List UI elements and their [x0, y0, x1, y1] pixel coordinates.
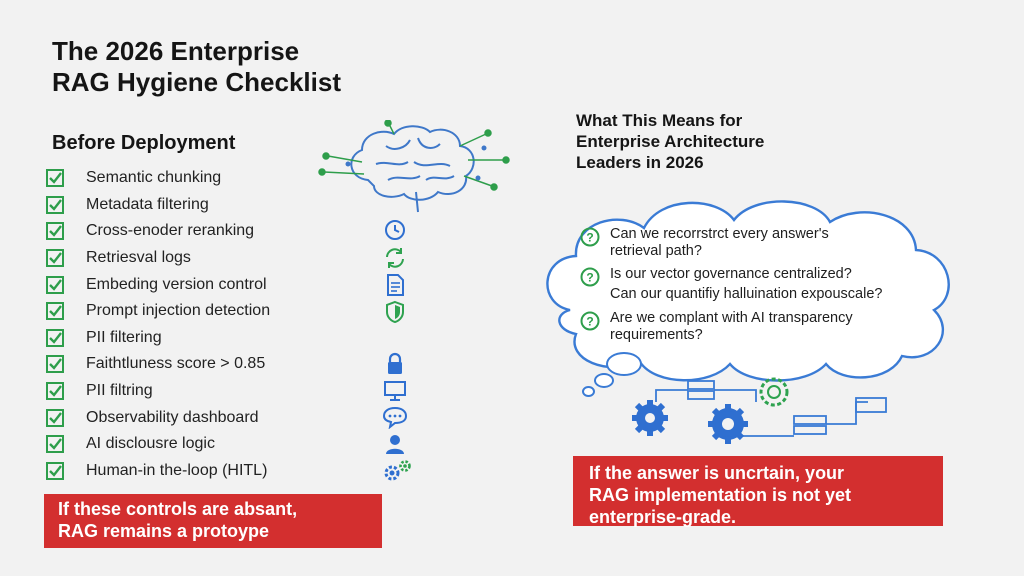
- lock-icon: [380, 352, 410, 376]
- checklist-label: Cross-enoder reranking: [86, 222, 255, 240]
- question-icon: ?: [580, 311, 600, 331]
- checkbox-checked-icon: [46, 249, 64, 268]
- question-line: Can we recorrstrct every answer's: [610, 226, 829, 242]
- deployment-checklist: Semantic chunking Metadata filtering Cro…: [46, 165, 270, 484]
- left-warning-banner: If these controls are absant, RAG remain…: [44, 494, 382, 548]
- page-title: The 2026 Enterprise RAG Hygiene Checklis…: [52, 36, 341, 98]
- right-heading-line-3: Leaders in 2026: [576, 153, 704, 172]
- checklist-item: PII filtering: [46, 325, 270, 352]
- thought-cloud: [530, 192, 970, 397]
- checklist-item: Prompt injection detection: [46, 298, 270, 325]
- clock-icon: [380, 218, 410, 242]
- chat-icon: [380, 405, 410, 430]
- refresh-icon: [380, 246, 410, 270]
- user-icon: [380, 432, 410, 456]
- shield-icon: [380, 300, 410, 324]
- checklist-label: Retriesval logs: [86, 249, 191, 267]
- checklist-item: PII filtring: [46, 378, 270, 405]
- checkbox-checked-icon: [46, 275, 64, 294]
- thought-bubble-large: [606, 352, 642, 376]
- checklist-label: Metadata filtering: [86, 195, 209, 213]
- checklist-item: Embeding version control: [46, 271, 270, 298]
- checklist-item: Human-in the-loop (HITL): [46, 458, 270, 485]
- right-heading-line-2: Enterprise Architecture: [576, 132, 765, 151]
- checklist-item: Faithtluness score > 0.85: [46, 351, 270, 378]
- question-icon: ?: [580, 227, 600, 247]
- title-line-2: RAG Hygiene Checklist: [52, 67, 341, 97]
- before-deployment-heading: Before Deployment: [52, 132, 236, 154]
- checkbox-checked-icon: [46, 195, 64, 214]
- question-icon: ?: [580, 267, 600, 287]
- checkbox-checked-icon: [46, 408, 64, 427]
- svg-text:?: ?: [586, 231, 593, 245]
- checklist-label: Human-in the-loop (HITL): [86, 461, 268, 479]
- network-gears-icon: [616, 372, 900, 448]
- checklist-label: Semantic chunking: [86, 169, 222, 187]
- checklist-item: Retriesval logs: [46, 245, 270, 272]
- checkbox-checked-icon: [46, 328, 64, 347]
- checkbox-checked-icon: [46, 435, 64, 454]
- question-line: Is our vector governance centralized?: [610, 266, 852, 282]
- checklist-label: PII filtring: [86, 382, 153, 400]
- thought-bubble-medium: [594, 373, 614, 388]
- checkbox-checked-icon: [46, 382, 64, 401]
- checklist-label: PII filtering: [86, 328, 162, 346]
- checklist-item: Semantic chunking: [46, 165, 270, 192]
- brain-icon: [318, 119, 514, 216]
- checkbox-checked-icon: [46, 355, 64, 374]
- question-item: ? Is our vector governance centralized? C…: [580, 266, 960, 303]
- checklist-label: Observability dashboard: [86, 408, 259, 426]
- question-line: retrieval path?: [610, 243, 702, 259]
- checklist-label: AI disclousre logic: [86, 435, 215, 453]
- checklist-item: AI disclousre logic: [46, 431, 270, 458]
- checklist-label: Embeding version control: [86, 275, 267, 293]
- question-line: requirements?: [610, 327, 703, 343]
- right-warning-line-3: enterprise-grade.: [589, 507, 737, 527]
- svg-text:?: ?: [586, 315, 593, 329]
- thought-bubble-small: [582, 386, 595, 397]
- checklist-label: Prompt injection detection: [86, 302, 271, 320]
- question-line: Can our quantifiy halluination expouscal…: [610, 286, 883, 302]
- right-warning-banner: If the answer is uncrtain, your RAG impl…: [573, 456, 943, 527]
- right-heading: What This Means for Enterprise Architect…: [576, 110, 764, 173]
- left-warning-line-2: RAG remains a protoype: [58, 521, 270, 541]
- right-warning-line-1: If the answer is uncrtain, your: [589, 463, 845, 483]
- left-warning-line-1: If these controls are absant,: [58, 499, 298, 519]
- checkbox-checked-icon: [46, 169, 64, 188]
- checkbox-checked-icon: [46, 222, 64, 241]
- gears-icon: [380, 458, 411, 482]
- svg-text:?: ?: [586, 271, 593, 285]
- checklist-item: Cross-enoder reranking: [46, 218, 270, 245]
- checklist-item: Observability dashboard: [46, 404, 270, 431]
- right-warning-line-2: RAG implementation is not yet: [589, 485, 852, 505]
- document-icon: [380, 273, 410, 297]
- right-heading-line-1: What This Means for: [576, 111, 743, 130]
- title-line-1: The 2026 Enterprise: [52, 36, 300, 66]
- checklist-label: Faithtluness score > 0.85: [86, 355, 266, 373]
- monitor-icon: [380, 379, 410, 403]
- question-line: Are we complant with AI transparency: [610, 310, 853, 326]
- checklist-item: Metadata filtering: [46, 192, 270, 219]
- checkbox-checked-icon: [46, 302, 64, 321]
- checkbox-checked-icon: [46, 461, 64, 480]
